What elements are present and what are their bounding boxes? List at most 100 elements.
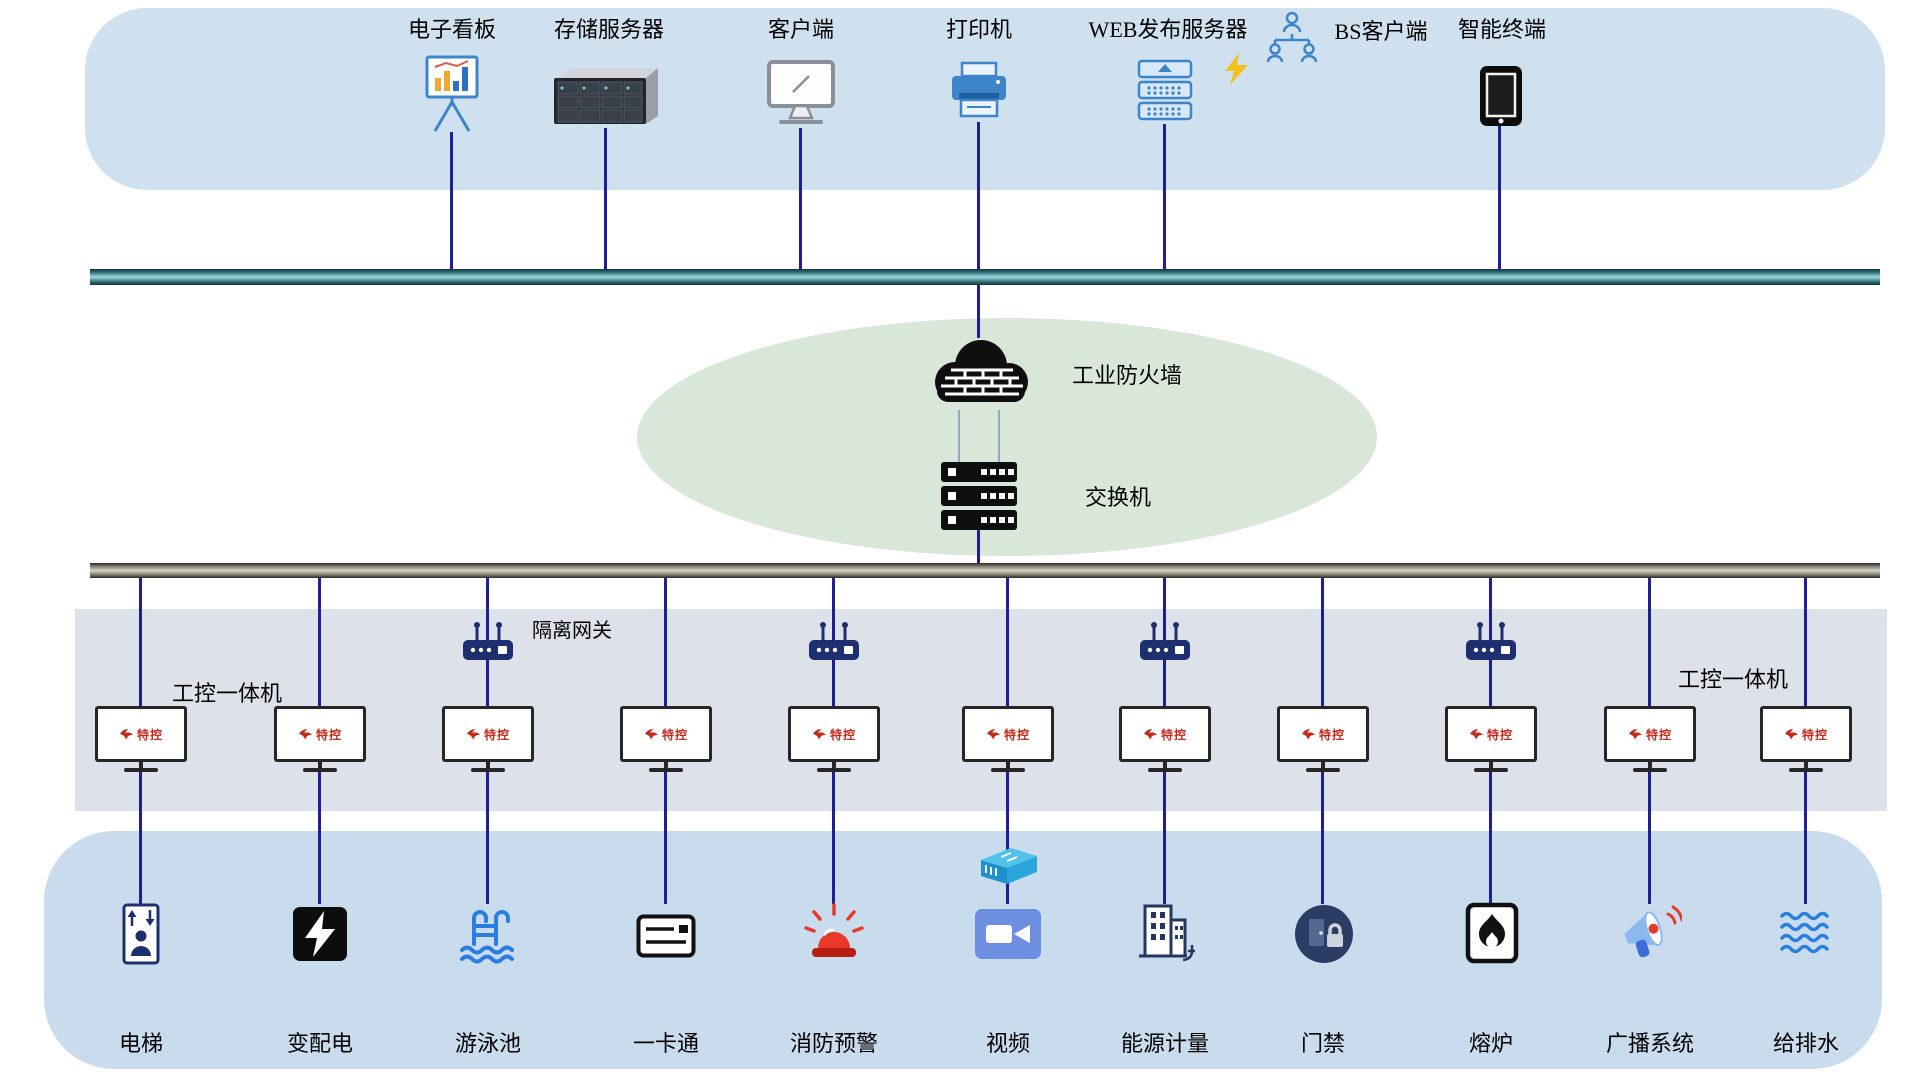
ipc-monitor: 特控 <box>788 706 880 772</box>
device-label: WEB发布服务器 <box>1088 17 1248 42</box>
ipc-screen: 特控 <box>1119 706 1211 762</box>
kanban-board-icon <box>422 54 482 134</box>
tk-logo-icon <box>1628 728 1643 741</box>
tk-logo-text: 特控 <box>1318 727 1345 742</box>
tk-logo-text: 特控 <box>661 727 688 742</box>
gateway-label: 隔离网关 <box>532 620 612 642</box>
ipc-stand <box>1648 762 1652 768</box>
ipc-base <box>471 768 505 772</box>
web-server-icon <box>1135 58 1195 124</box>
connector-line <box>977 530 980 564</box>
ipc-base <box>817 768 851 772</box>
firewall-label: 工业防火墙 <box>1072 363 1183 388</box>
ipc-monitor: 特控 <box>442 706 534 772</box>
ipc-stand <box>1804 762 1808 768</box>
ipc-screen: 特控 <box>1277 706 1369 762</box>
tk-logo-text: 特控 <box>1486 727 1513 742</box>
ipc-label-right: 工控一体机 <box>1678 667 1789 692</box>
device-label: 客户端 <box>767 17 835 42</box>
ipc-screen: 特控 <box>1604 706 1696 762</box>
tk-logo-icon <box>466 728 481 741</box>
smart-terminal-icon <box>1478 64 1524 128</box>
field-label: 给排水 <box>1772 1031 1840 1056</box>
ipc-monitor: 特控 <box>1604 706 1696 772</box>
field-label: 视频 <box>985 1031 1031 1056</box>
ipc-base <box>649 768 683 772</box>
ipc-screen: 特控 <box>442 706 534 762</box>
tk-logo-icon <box>1784 728 1799 741</box>
switch-label: 交换机 <box>1085 485 1152 510</box>
switch-3d-icon <box>977 844 1041 888</box>
printer-icon <box>947 60 1011 122</box>
device-label: BS客户端 <box>1334 19 1428 44</box>
water-icon <box>1778 908 1834 958</box>
connector-line <box>1163 124 1166 270</box>
ipc-monitor: 特控 <box>95 706 187 772</box>
ipc-screen: 特控 <box>788 706 880 762</box>
lower-network-bus <box>90 563 1880 578</box>
tk-logo-icon <box>298 728 313 741</box>
ipc-base <box>1633 768 1667 772</box>
tk-logo-text: 特控 <box>136 727 163 742</box>
ipc-screen: 特控 <box>1760 706 1852 762</box>
ipc-screen: 特控 <box>962 706 1054 762</box>
tk-logo-icon <box>1143 728 1158 741</box>
ipc-stand <box>1489 762 1493 768</box>
tk-logo-text: 特控 <box>1160 727 1187 742</box>
field-label: 消防预警 <box>789 1031 879 1056</box>
ipc-monitor: 特控 <box>1119 706 1211 772</box>
card-icon <box>636 914 696 958</box>
field-label: 电梯 <box>118 1031 164 1056</box>
tk-logo-icon <box>119 728 134 741</box>
ipc-screen: 特控 <box>274 706 366 762</box>
ipc-base <box>1306 768 1340 772</box>
ipc-screen: 特控 <box>620 706 712 762</box>
field-label: 能源计量 <box>1120 1031 1210 1056</box>
isolation-gateway-icon <box>1137 620 1193 670</box>
video-icon <box>974 908 1042 960</box>
swimming-pool-icon <box>458 906 520 964</box>
ipc-monitor: 特控 <box>962 706 1054 772</box>
field-label: 熔炉 <box>1468 1031 1514 1056</box>
device-label: 存储服务器 <box>553 17 665 42</box>
ipc-monitor: 特控 <box>1445 706 1537 772</box>
ipc-stand <box>486 762 490 768</box>
field-label: 门禁 <box>1300 1031 1346 1056</box>
ipc-stand <box>1006 762 1010 768</box>
field-devices-panel <box>44 831 1882 1069</box>
ipc-base <box>1789 768 1823 772</box>
connector-line <box>958 410 960 462</box>
tk-logo-icon <box>644 728 659 741</box>
elevator-icon <box>117 902 165 966</box>
lightning-icon <box>1222 52 1250 86</box>
tk-logo-icon <box>812 728 827 741</box>
device-label: 智能终端 <box>1457 17 1547 42</box>
isolation-gateway-icon <box>460 620 516 670</box>
connector-line <box>450 132 453 270</box>
energy-meter-icon <box>1137 902 1196 964</box>
ipc-label-left: 工控一体机 <box>172 681 283 706</box>
ipc-monitor: 特控 <box>274 706 366 772</box>
field-label: 变配电 <box>286 1031 354 1056</box>
switch-icon <box>939 460 1019 532</box>
isolation-gateway-icon <box>806 620 862 670</box>
tk-logo-text: 特控 <box>1003 727 1030 742</box>
tk-logo-text: 特控 <box>1645 727 1672 742</box>
storage-server-icon <box>550 66 662 130</box>
ipc-stand <box>139 762 143 768</box>
upper-network-bus <box>90 269 1880 285</box>
client-monitor-icon <box>765 58 837 130</box>
ipc-base <box>991 768 1025 772</box>
device-label: 打印机 <box>945 17 1013 42</box>
ipc-stand <box>1321 762 1325 768</box>
furnace-icon <box>1465 902 1519 964</box>
tk-logo-text: 特控 <box>829 727 856 742</box>
fire-alarm-icon <box>800 902 868 960</box>
bs-client-icon <box>1262 10 1322 66</box>
ipc-base <box>1148 768 1182 772</box>
ipc-base <box>124 768 158 772</box>
isolation-gateway-icon <box>1463 620 1519 670</box>
connector-line <box>977 285 980 338</box>
field-label: 一卡通 <box>632 1031 700 1056</box>
